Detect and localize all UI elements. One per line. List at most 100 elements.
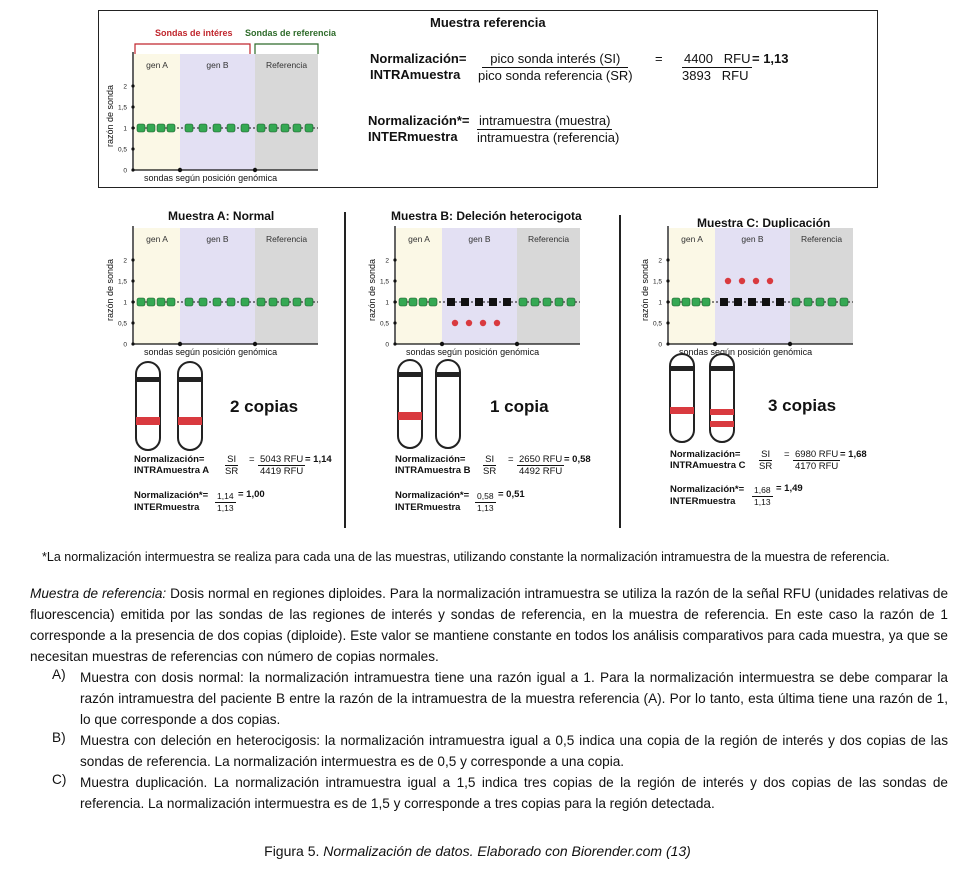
y-tick-label: 1: [385, 300, 389, 307]
region-label: gen A: [681, 234, 703, 244]
gene-a-region: [134, 54, 180, 170]
chromosome-pair: [135, 361, 203, 451]
probe-reference: [280, 123, 290, 133]
probe-reference: [815, 297, 825, 307]
y-axis-label: razón de sonda: [105, 85, 115, 147]
probe-reference: [304, 123, 314, 133]
copy-number: 1 copia: [490, 397, 549, 416]
region-label: Referencia: [528, 234, 569, 244]
x-tick-mark: [177, 167, 183, 173]
probe-gene-a: [691, 297, 701, 307]
gene-a-region: [396, 228, 442, 344]
caption-prefix: Figura 5.: [264, 843, 324, 859]
probe-reference: [530, 297, 540, 307]
caption-title: Normalización de datos. Elaborado con Bi…: [323, 843, 691, 859]
inter-label: Normalización*=: [134, 490, 209, 501]
y-tick-mark: [131, 147, 135, 151]
x-tick-mark: [252, 341, 258, 347]
probe-gene-b-baseline: [720, 298, 728, 306]
intra-numerator: pico sonda interés (SI): [482, 51, 629, 68]
probe-reference: [566, 297, 576, 307]
probe-gene-b-shifted: [766, 277, 774, 285]
panel-divider-2: [619, 215, 621, 528]
inter-num: 1,68: [752, 485, 773, 497]
probe-gene-a: [156, 123, 166, 133]
reference-region: [255, 54, 318, 170]
probe-gene-b: [198, 123, 208, 133]
y-tick-mark: [131, 105, 135, 109]
y-tick-label: 1,5: [380, 279, 389, 286]
y-tick-mark: [393, 258, 397, 262]
y-tick-label: 0,5: [653, 321, 662, 328]
intra-label-line2: INTRAmuestra: [370, 67, 461, 82]
rfu-den: 4492 RFU: [519, 466, 563, 477]
panel-title: Muestra A: Normal: [168, 209, 275, 223]
x-axis-label: sondas según posición genómica: [679, 347, 812, 357]
inter-label: Normalización*=: [670, 484, 745, 495]
eq-sign: =: [784, 449, 790, 460]
x-tick-mark: [177, 341, 183, 347]
y-tick-mark: [666, 279, 670, 283]
rfu-num: 5043 RFU: [258, 454, 306, 466]
y-tick-mark: [393, 342, 397, 346]
chromosome-1: [135, 361, 161, 451]
probe-gene-a: [408, 297, 418, 307]
intra-label-sample: INTRAmuestra B: [395, 465, 471, 476]
panel-title: Muestra B: Deleción heterocigota: [391, 209, 582, 223]
panel-title: Muestra C: Duplicación: [697, 216, 831, 230]
inter-label-line2: INTERmuestra: [368, 129, 458, 144]
probe-reference: [256, 297, 266, 307]
x-tick-mark: [712, 341, 718, 347]
probe-reference: [803, 297, 813, 307]
probe-reference: [542, 297, 552, 307]
probe-gene-b-shifted: [479, 319, 487, 327]
figure-caption: Figura 5. Normalización de datos. Elabor…: [0, 843, 955, 859]
intra-label: Normalización=: [395, 454, 466, 465]
region-label: gen B: [206, 60, 229, 70]
x-tick-mark: [514, 341, 520, 347]
rfu-den: 4419 RFU: [260, 466, 304, 477]
reference-title: Muestra referencia: [430, 15, 546, 30]
probe-gene-b: [184, 123, 194, 133]
y-tick-label: 0,5: [118, 147, 127, 154]
si-label: SI: [759, 449, 773, 461]
probe-gene-b: [212, 123, 222, 133]
inter-label-2: INTERmuestra: [134, 502, 200, 513]
gene-b-region: [180, 228, 255, 344]
inter-num: 0,58: [475, 491, 496, 503]
chromosome-pair: [669, 353, 735, 443]
sr-label: SR: [483, 466, 497, 477]
x-axis-label: sondas según posición genómica: [144, 173, 277, 183]
y-tick-label: 1: [123, 300, 127, 307]
region-label: gen A: [408, 234, 430, 244]
intra-result: = 1,68: [840, 449, 867, 460]
probe-gene-a: [681, 297, 691, 307]
probe-gene-b-shifted: [465, 319, 473, 327]
rfu-num: 6980 RFU: [793, 449, 841, 461]
intro-text: Dosis normal en regiones diploides. Para…: [30, 586, 948, 664]
list-item-text: Muestra con dosis normal: la normalizaci…: [80, 670, 948, 727]
probe-gene-b-baseline: [762, 298, 770, 306]
probe-gene-a: [136, 123, 146, 133]
intra-label-sample: INTRAmuestra C: [670, 460, 746, 471]
y-tick-label: 0: [658, 342, 662, 349]
y-tick-mark: [666, 258, 670, 262]
y-axis-label: razón de sonda: [367, 259, 377, 321]
gene-a-region: [669, 228, 715, 344]
probe-gene-b-shifted: [752, 277, 760, 285]
y-tick-mark: [393, 321, 397, 325]
probe-reference: [268, 297, 278, 307]
probe-gene-a: [418, 297, 428, 307]
si-label: SI: [225, 454, 239, 466]
y-tick-label: 2: [385, 258, 389, 265]
eq-sign: =: [249, 454, 255, 465]
probe-gene-b: [184, 297, 194, 307]
chromosome-2: [435, 359, 461, 449]
probe-gene-b-shifted: [493, 319, 501, 327]
intra-label: Normalización=: [670, 449, 741, 460]
y-tick-mark: [131, 279, 135, 283]
reference-bracket: [254, 43, 319, 54]
inter-result: = 1,00: [238, 489, 265, 500]
